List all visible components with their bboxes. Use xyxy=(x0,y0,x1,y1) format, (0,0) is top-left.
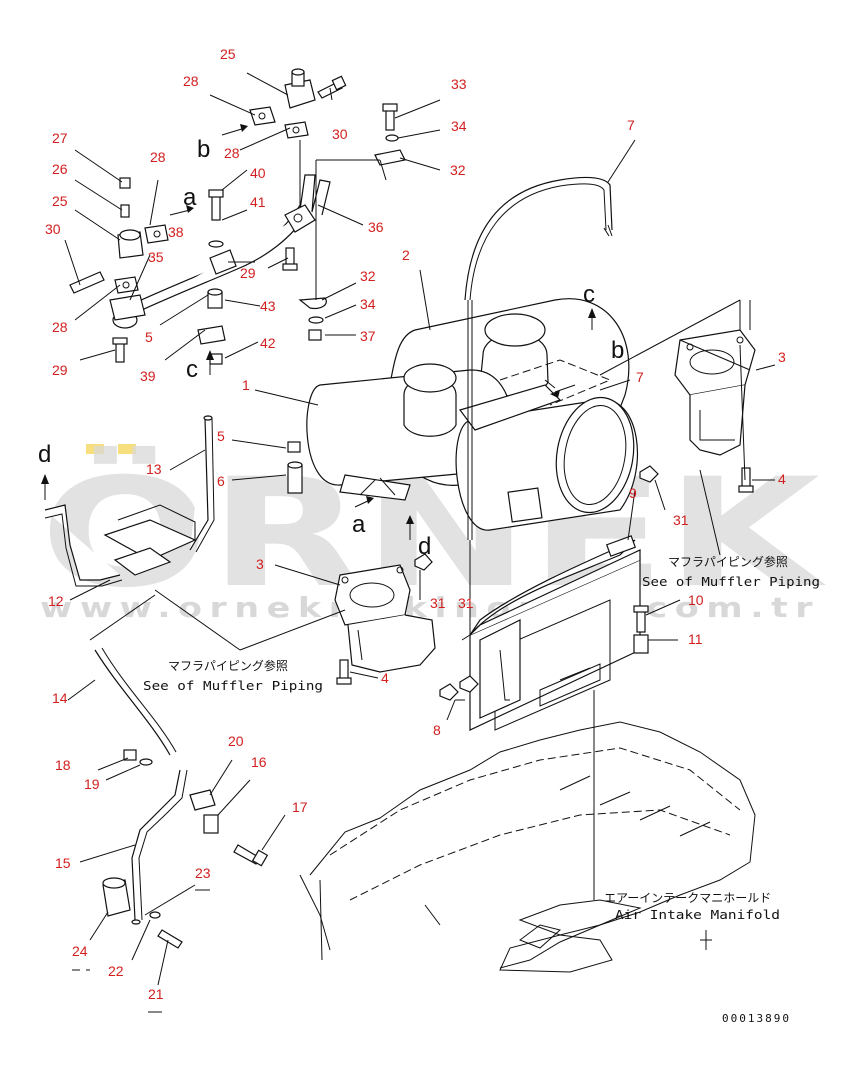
callout-19: 19 xyxy=(84,776,100,792)
view-letter-c-right: c xyxy=(583,281,595,308)
note-muffler-en-right: See of Muffler Piping xyxy=(642,575,820,589)
callout-4-center: 4 xyxy=(381,670,389,686)
callout-39: 39 xyxy=(140,368,156,384)
callout-31-extra: 31 xyxy=(458,595,474,611)
callout-3-right: 3 xyxy=(778,349,786,365)
callout-43: 43 xyxy=(260,298,276,314)
callout-25-top: 25 xyxy=(220,46,236,62)
callout-4-right: 4 xyxy=(778,471,786,487)
callout-25-left: 25 xyxy=(52,193,68,209)
callout-40: 40 xyxy=(250,165,266,181)
callout-22: 22 xyxy=(108,963,124,979)
callout-28-top: 28 xyxy=(183,73,199,89)
part-28-gasket-top xyxy=(249,106,309,139)
callout-7-right: 7 xyxy=(636,369,644,385)
callout-6: 6 xyxy=(217,473,225,489)
exhaust-pipe-assembly xyxy=(109,174,331,329)
callout-18: 18 xyxy=(55,757,71,773)
note-muffler-jp-center: マフラパイピング参照 xyxy=(168,658,288,673)
flange-3-center xyxy=(334,564,436,673)
view-letter-a-center: a xyxy=(352,511,366,538)
part-left-group xyxy=(69,177,169,363)
callout-12: 12 xyxy=(48,593,64,609)
watermark-accent-right xyxy=(118,444,136,454)
callout-7-top: 7 xyxy=(627,117,635,133)
muffler-end-cap xyxy=(455,396,639,531)
view-letter-d-center: d xyxy=(418,533,431,560)
callout-dashes xyxy=(72,889,210,1013)
callout-28-mid: 28 xyxy=(224,145,240,161)
callout-41: 41 xyxy=(250,194,266,210)
callout-21: 21 xyxy=(148,986,164,1002)
strap-7 xyxy=(464,176,613,540)
callout-28-left: 28 xyxy=(150,149,166,165)
callout-2: 2 xyxy=(402,247,410,263)
callout-31-center: 31 xyxy=(430,595,446,611)
callout-29-left: 29 xyxy=(52,362,68,378)
callout-15: 15 xyxy=(55,855,71,871)
callout-5-center: 5 xyxy=(217,428,225,444)
upper-bracket-plate xyxy=(459,359,612,431)
pipe-group-left xyxy=(44,415,215,756)
callout-32-mid: 32 xyxy=(360,268,376,284)
callout-9: 9 xyxy=(629,485,637,501)
callout-3-center: 3 xyxy=(256,556,264,572)
part-30-bolt-top xyxy=(317,75,347,99)
note-intake-en: Air Intake Manifold xyxy=(615,908,780,922)
drawing-code: 00013890 xyxy=(722,1012,791,1025)
callout-1: 1 xyxy=(242,377,250,393)
part-25-top xyxy=(284,68,316,109)
callout-5-top: 5 xyxy=(145,329,153,345)
reference-notes: マフラパイピング参照 See of Muffler Piping マフラパイピン… xyxy=(143,554,820,1025)
callout-10: 10 xyxy=(688,592,704,608)
leader-lines xyxy=(64,72,776,1013)
callout-14: 14 xyxy=(52,690,68,706)
note-intake-jp: エアーインテークマニホールド xyxy=(604,891,771,905)
view-letter-d-left: d xyxy=(38,441,51,468)
callout-24: 24 xyxy=(72,943,88,959)
callout-11: 11 xyxy=(688,631,703,647)
callout-29-center: 29 xyxy=(240,265,256,281)
hardware-lower xyxy=(336,465,754,701)
callout-34-top: 34 xyxy=(451,118,467,134)
view-letter-b-top: b xyxy=(197,136,210,163)
callout-33: 33 xyxy=(451,76,467,92)
callout-34-mid: 34 xyxy=(360,296,376,312)
view-letters: a a b b c c d d xyxy=(38,136,624,560)
callout-36: 36 xyxy=(368,219,384,235)
engine-outline xyxy=(299,721,756,973)
callout-37: 37 xyxy=(360,328,376,344)
spacer-and-nut-center xyxy=(287,441,303,494)
callout-35: 35 xyxy=(148,249,164,265)
watermark-accent-left xyxy=(86,444,104,454)
callout-30-top: 30 xyxy=(332,126,348,142)
callout-32-top: 32 xyxy=(450,162,466,178)
callout-27: 27 xyxy=(52,130,68,146)
callout-numbers: 1 2 3 3 4 4 5 5 6 7 7 8 9 10 11 12 13 14… xyxy=(45,46,786,1002)
callout-31-right: 31 xyxy=(673,512,689,528)
callout-42: 42 xyxy=(260,335,276,351)
callout-16: 16 xyxy=(251,754,267,770)
callout-8: 8 xyxy=(433,722,441,738)
pipe-group-bottom xyxy=(102,749,269,949)
callout-20: 20 xyxy=(228,733,244,749)
note-muffler-en-center: See of Muffler Piping xyxy=(143,679,323,693)
view-arrows xyxy=(41,124,596,540)
callout-28-bottom: 28 xyxy=(52,319,68,335)
callout-13: 13 xyxy=(146,461,162,477)
callout-30-left: 30 xyxy=(45,221,61,237)
note-muffler-jp-right: マフラパイピング参照 xyxy=(668,554,788,569)
muffler-bracket xyxy=(461,535,641,731)
view-letter-a-top: a xyxy=(183,184,197,211)
callout-26: 26 xyxy=(52,161,68,177)
callout-38: 38 xyxy=(168,224,184,240)
view-letter-b-right: b xyxy=(611,337,624,364)
view-letter-c-left: c xyxy=(186,356,198,383)
callout-23: 23 xyxy=(195,865,211,881)
callout-17: 17 xyxy=(292,799,308,815)
